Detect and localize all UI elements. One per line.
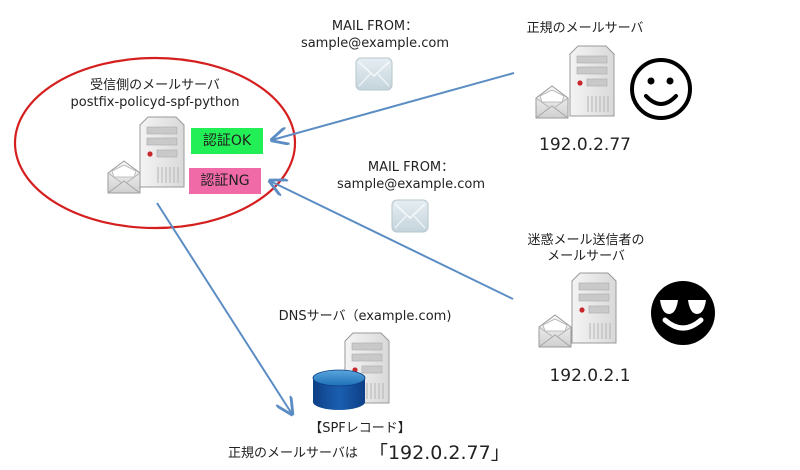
spam-envelope-icon xyxy=(538,314,572,348)
spam-server-ip: 192.0.2.1 xyxy=(549,366,631,386)
auth-ok-badge: 認証OK xyxy=(191,128,263,154)
receiver-envelope-icon xyxy=(107,160,141,194)
receiver-software: postfix-policyd-spf-python xyxy=(70,95,240,110)
spam-server-icon xyxy=(571,272,617,344)
dns-server-title: DNSサーバ（example.com) xyxy=(278,309,452,324)
legit-envelope-icon xyxy=(535,85,569,119)
mail-from-1-address: sample@example.com xyxy=(300,36,450,51)
arrow-spam-to-receiver xyxy=(270,181,514,300)
sunglasses-face-icon xyxy=(651,281,715,345)
mail-from-2-address: sample@example.com xyxy=(336,177,486,192)
legit-server-title: 正規のメールサーバ xyxy=(526,21,644,36)
spam-server-title-line1: 迷惑メール送信者の xyxy=(527,233,645,248)
receiver-server-icon xyxy=(139,116,185,188)
spf-record-label: 【SPFレコード】 xyxy=(309,421,411,436)
legit-server-ip: 192.0.2.77 xyxy=(539,135,631,155)
spf-record-value: 「192.0.2.77」 xyxy=(368,442,510,464)
arrow-legit-to-receiver xyxy=(272,72,515,140)
receiver-title: 受信側のメールサーバ xyxy=(90,78,220,93)
auth-ng-badge: 認証NG xyxy=(189,168,261,194)
mail-from-2-label: MAIL FROM： xyxy=(367,160,455,175)
receiver-highlight-ellipse xyxy=(13,56,297,230)
database-icon xyxy=(312,369,366,410)
mail-from-1-label: MAIL FROM： xyxy=(331,19,419,34)
smiley-face-icon xyxy=(630,58,692,120)
spf-record-prefix: 正規のメールサーバは xyxy=(228,446,358,461)
spam-server-title-line2: メールサーバ xyxy=(547,249,625,264)
spf-record-line: 正規のメールサーバは 「192.0.2.77」 xyxy=(228,438,510,465)
mail-icon-1 xyxy=(355,57,393,91)
mail-icon-2 xyxy=(391,199,429,233)
arrow-receiver-to-dns xyxy=(156,202,292,414)
legit-server-icon xyxy=(569,45,615,117)
